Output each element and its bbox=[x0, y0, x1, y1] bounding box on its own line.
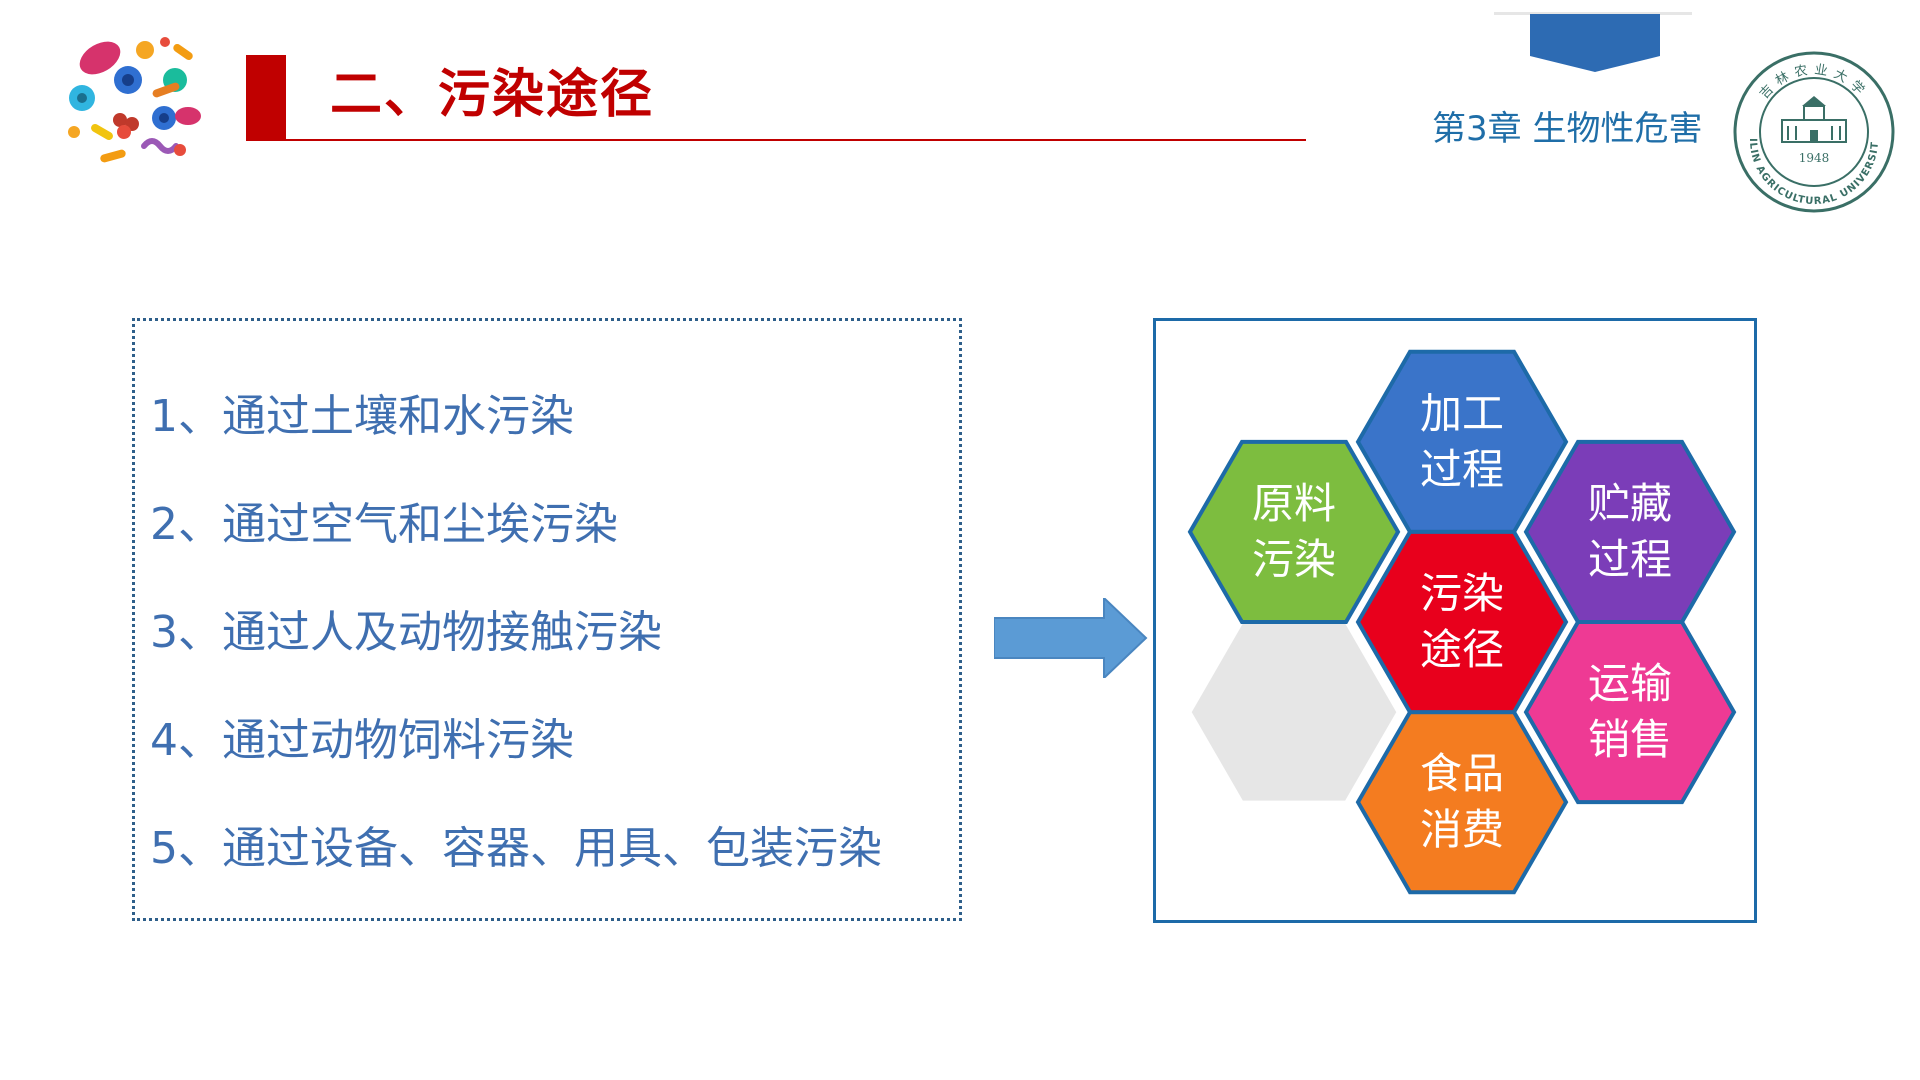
university-seal-icon: 吉林农业大学 JILIN AGRICULTURAL UNIVERSITY 194… bbox=[1732, 50, 1895, 213]
hexagon-transport-sales bbox=[1523, 620, 1737, 805]
page-title: 二、污染途径 bbox=[330, 65, 655, 125]
hex-label-line: 过程 bbox=[1587, 534, 1672, 584]
title-underline bbox=[246, 139, 1306, 141]
hex-label-line: 食品 bbox=[1419, 749, 1504, 799]
contamination-diagram-frame bbox=[1153, 318, 1757, 923]
hex-label-line: 消费 bbox=[1419, 805, 1504, 855]
title-accent-bar bbox=[246, 55, 286, 140]
hexagon-raw-material bbox=[1187, 439, 1401, 624]
list-item: 2、通过空气和尘埃污染 bbox=[150, 499, 618, 550]
microbes-illustration-icon bbox=[68, 37, 201, 163]
chapter-label: 第3章 生物性危害 bbox=[1432, 109, 1703, 149]
hexagon-center bbox=[1355, 529, 1569, 715]
hex-label-line: 加工 bbox=[1419, 388, 1504, 438]
hex-label-line: 原料 bbox=[1251, 478, 1336, 528]
hex-label-storage: 贮藏 过程 bbox=[1540, 476, 1720, 588]
contamination-routes-list: 1、通过土壤和水污染 2、通过空气和尘埃污染 3、通过人及动物接触污染 4、通过… bbox=[132, 318, 962, 921]
list-item: 5、通过设备、容器、用具、包装污染 bbox=[150, 823, 882, 874]
bookmark-ribbon-icon bbox=[1530, 14, 1660, 72]
hex-label-line: 运输 bbox=[1587, 659, 1672, 709]
hex-label-line: 销售 bbox=[1587, 715, 1672, 765]
right-arrow-icon bbox=[994, 598, 1148, 678]
list-item: 4、通过动物饲料污染 bbox=[150, 715, 574, 766]
hex-label-processing: 加工 过程 bbox=[1372, 386, 1552, 498]
hex-label-line: 污染 bbox=[1419, 569, 1504, 618]
hex-label-line: 贮藏 bbox=[1587, 478, 1672, 528]
hex-label-raw-material: 原料 污染 bbox=[1204, 476, 1384, 588]
hex-label-center: 污染 途径 bbox=[1372, 566, 1552, 678]
empty-hexagon bbox=[1188, 620, 1400, 804]
list-item: 3、通过人及动物接触污染 bbox=[150, 607, 662, 658]
hex-label-line: 途径 bbox=[1419, 625, 1504, 674]
hex-label-transport-sales: 运输 销售 bbox=[1540, 656, 1720, 768]
seal-year: 1948 bbox=[1799, 151, 1830, 165]
list-item: 1、通过土壤和水污染 bbox=[150, 391, 574, 442]
top-divider bbox=[1494, 12, 1692, 15]
hex-label-consumption: 食品 消费 bbox=[1372, 746, 1552, 858]
hex-label-line: 污染 bbox=[1251, 534, 1336, 584]
hex-label-line: 过程 bbox=[1419, 444, 1504, 494]
